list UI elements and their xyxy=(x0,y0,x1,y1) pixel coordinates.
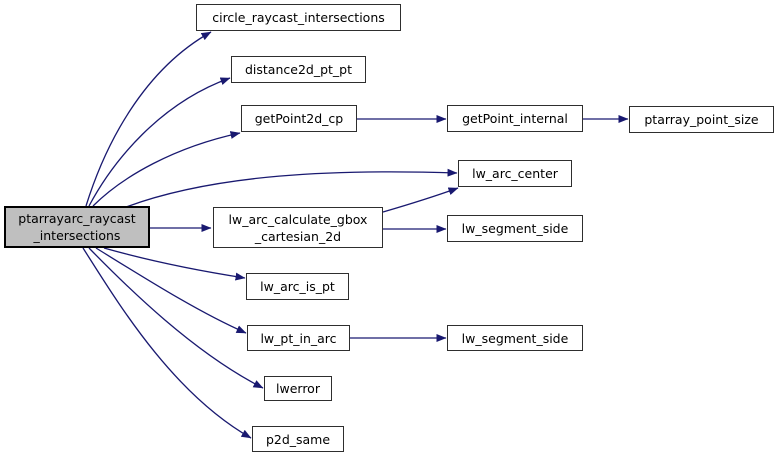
node-label-line: lw_pt_in_arc xyxy=(260,330,337,346)
node-label-line: getPoint_internal xyxy=(462,111,568,126)
node-lw-segment-side-bottom[interactable]: lw_segment_side xyxy=(447,325,583,351)
node-label-line: _intersections xyxy=(33,228,121,243)
node-lw-arc-is-pt[interactable]: lw_arc_is_pt xyxy=(246,273,349,300)
node-label-line: distance2d_pt_pt xyxy=(244,62,353,77)
edge-root-to-lw-arc-is-pt xyxy=(103,247,246,281)
node-label-line: getPoint2d_cp xyxy=(254,111,344,126)
node-getpoint2d-cp[interactable]: getPoint2d_cp xyxy=(241,105,357,132)
node-lw-segment-side-top[interactable]: lw_segment_side xyxy=(447,215,583,242)
edge-root-to-circle-raycast-intersections xyxy=(85,31,212,207)
node-lw-pt-in-arc[interactable]: lw_pt_in_arc xyxy=(247,325,350,351)
node-label-line: circle_raycast_intersections xyxy=(212,10,385,25)
node-lw-arc-calculate-gbox-cartesian-2d[interactable]: lw_arc_calculate_gbox _cartesian_2d xyxy=(213,207,383,248)
edge-root-to-distance2d-pt-pt xyxy=(88,77,231,207)
node-label-line: lwerror xyxy=(276,381,320,396)
node-label-line: p2d_same xyxy=(265,431,331,447)
edge-root-to-lw-arc-center xyxy=(125,168,458,208)
node-label-line: ptarray_point_size xyxy=(644,112,759,127)
edge-root-to-lw-pt-in-arc xyxy=(95,247,247,334)
node-p2d-same[interactable]: p2d_same xyxy=(252,426,344,452)
node-ptarray-point-size[interactable]: ptarray_point_size xyxy=(629,106,774,133)
node-getpoint-internal[interactable]: getPoint_internal xyxy=(447,105,583,132)
node-label-line: ptarrayarc_raycast xyxy=(18,211,136,226)
node-ptarrayarc-raycast-intersections: ptarrayarc_raycast _intersections xyxy=(4,206,150,248)
node-lwerror[interactable]: lwerror xyxy=(264,376,332,401)
edge-gbox-to-lw-arc-center xyxy=(382,187,459,213)
edge-root-to-lwerror xyxy=(88,247,264,389)
node-label-line: lw_arc_center xyxy=(472,166,558,181)
node-label-line: lw_arc_calculate_gbox xyxy=(228,211,368,227)
edge-root-to-p2d-same xyxy=(82,247,252,439)
node-lw-arc-center[interactable]: lw_arc_center xyxy=(458,160,572,187)
node-label-line: _cartesian_2d xyxy=(254,228,342,244)
node-circle-raycast-intersections[interactable]: circle_raycast_intersections xyxy=(196,4,401,31)
node-label-line: lw_arc_is_pt xyxy=(260,279,335,294)
node-label-line: lw_segment_side xyxy=(461,221,569,236)
node-distance2d-pt-pt[interactable]: distance2d_pt_pt xyxy=(231,56,366,83)
edge-root-to-getpoint2d-cp xyxy=(92,131,241,207)
node-label-line: lw_segment_side xyxy=(461,330,569,346)
